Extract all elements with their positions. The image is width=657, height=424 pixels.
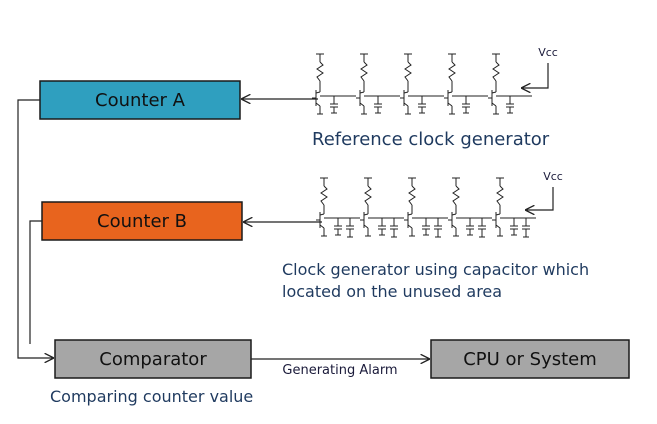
reference-clock-caption: Reference clock generator	[312, 129, 550, 150]
cpu-block: CPU or System	[430, 339, 630, 379]
transistor-stage	[312, 53, 356, 115]
capacitor-clock-caption-line1: Clock generator using capacitor which	[282, 260, 589, 279]
counter-b-label: Counter B	[97, 211, 187, 232]
reference-clock-circuit	[312, 53, 532, 115]
counter-a-label: Counter A	[95, 90, 186, 111]
transistor-stage	[444, 53, 488, 115]
capacitor-clock-circuit	[316, 177, 536, 238]
comparator-caption: Comparing counter value	[50, 387, 253, 406]
counter-a-to-comparator-line	[17, 99, 53, 358]
vcc-top-arrow	[522, 63, 549, 88]
transistor-stage	[448, 177, 492, 238]
comparator-block: Comparator	[54, 339, 252, 379]
counter-a-block: Counter A	[39, 80, 241, 120]
counter-b-block: Counter B	[41, 201, 243, 241]
capacitor-clock-caption-line2: located on the unused area	[282, 282, 502, 301]
counter-b-to-comparator-line	[29, 220, 42, 344]
transistor-stage	[360, 177, 404, 238]
vcc-top-label: Vcc	[538, 46, 558, 59]
vcc-bottom-arrow	[526, 187, 554, 210]
transistor-stage	[488, 53, 532, 115]
transistor-stage	[356, 53, 400, 115]
alarm-label: Generating Alarm	[282, 363, 397, 378]
cpu-label: CPU or System	[463, 349, 597, 370]
transistor-stage	[492, 177, 536, 238]
transistor-stage	[400, 53, 444, 115]
transistor-stage	[316, 177, 360, 238]
vcc-bottom-label: Vcc	[543, 170, 563, 183]
transistor-stage	[404, 177, 448, 238]
comparator-label: Comparator	[99, 349, 207, 370]
